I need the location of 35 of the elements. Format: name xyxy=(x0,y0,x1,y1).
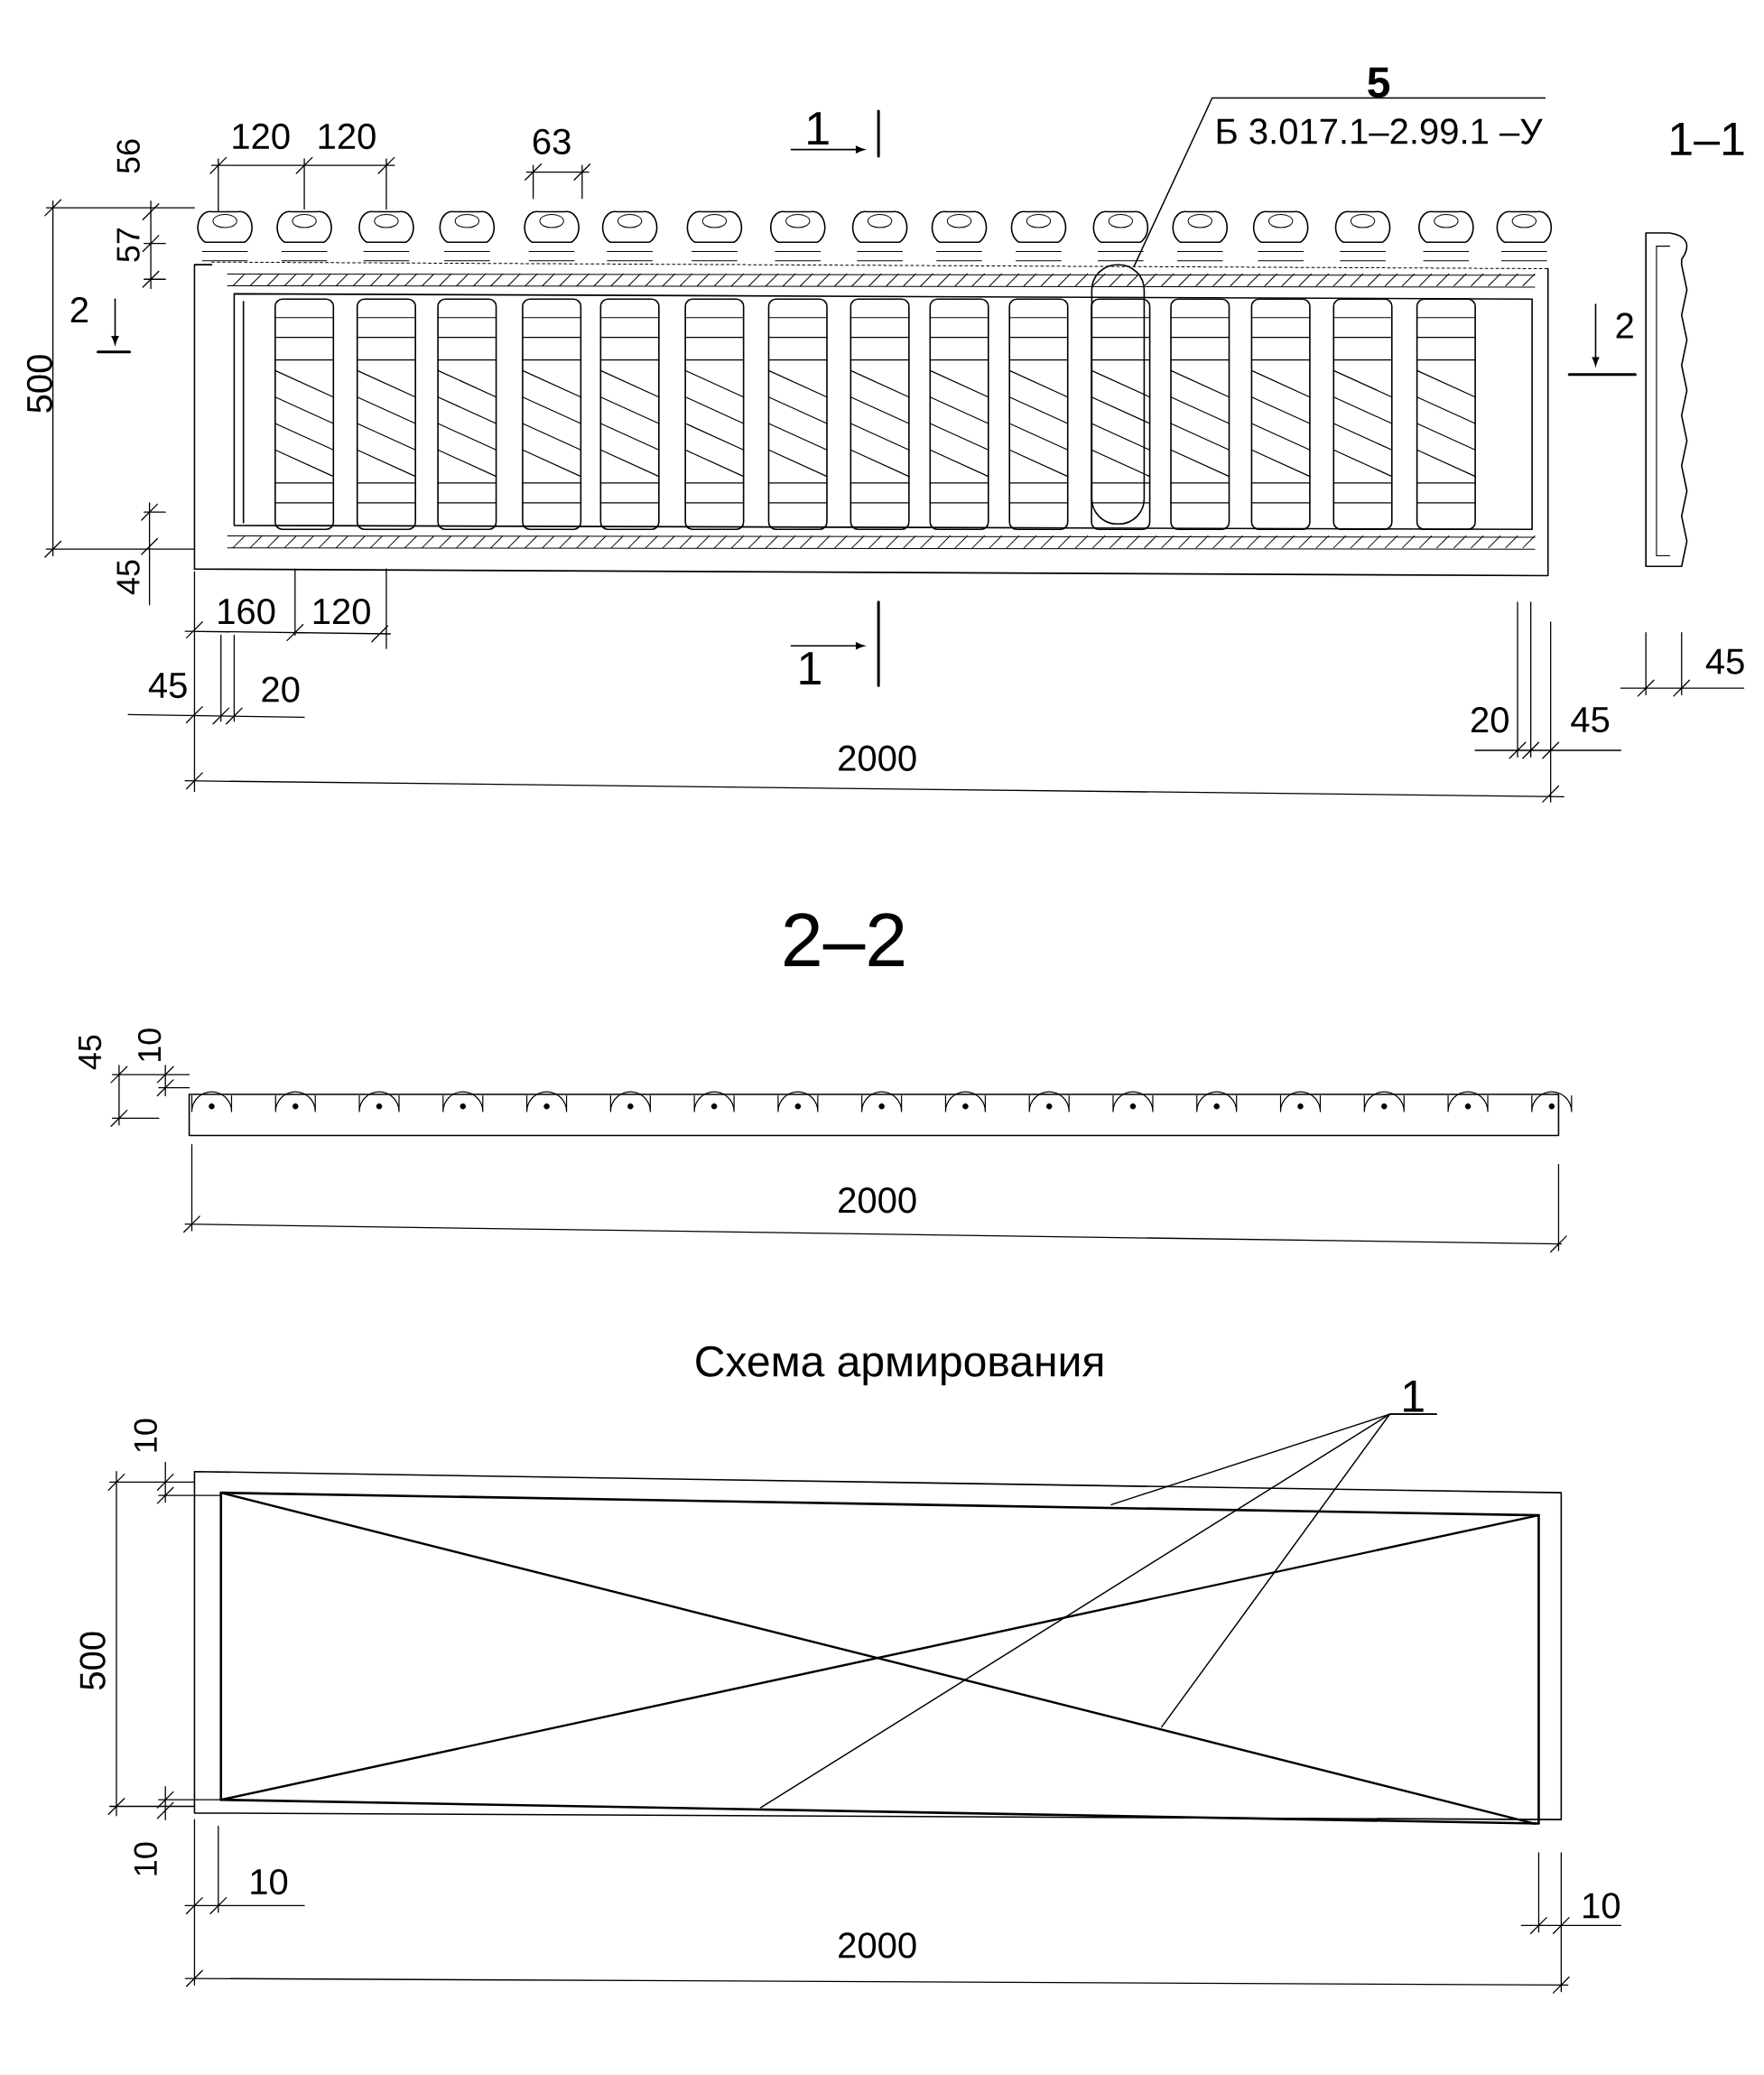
dimension-text: 45 xyxy=(1571,707,1610,733)
dimension-text: 10 xyxy=(1583,1893,1620,1919)
dimension-text: 10 xyxy=(251,1868,288,1895)
leader-line xyxy=(1161,1413,1437,1728)
dimension-text: 10 xyxy=(134,1842,158,1875)
dimension-text: 120 xyxy=(319,123,376,150)
dimension-text: 120 xyxy=(233,123,290,150)
dimension-text: 2000 xyxy=(839,745,916,771)
section-label: 1 xyxy=(800,652,822,684)
dimension-text: 2000 xyxy=(839,1187,916,1214)
dimension-text: 20 xyxy=(262,676,300,703)
section-label: 1 xyxy=(808,112,829,145)
dimension-text: 120 xyxy=(314,598,371,625)
dimension-text: 45 xyxy=(79,1035,102,1070)
dimension-text: 160 xyxy=(218,598,275,625)
dimension-text: 2000 xyxy=(839,1932,916,1959)
dimension-text: 57 xyxy=(116,228,140,262)
dimension-text: 20 xyxy=(1472,707,1509,733)
dimension-text: 45 xyxy=(149,673,187,699)
dimension-text: 10 xyxy=(134,1419,158,1452)
dimension-text: 500 xyxy=(79,1632,106,1690)
section-label: 2 xyxy=(1616,312,1634,339)
dimension-text: 56 xyxy=(116,139,141,173)
dimension-text: 63 xyxy=(534,128,571,154)
section-label: 2 xyxy=(71,297,88,322)
section-title: Схема армирования xyxy=(696,1345,1103,1386)
section-title: 2–2 xyxy=(785,913,905,966)
dimension-text: 10 xyxy=(138,1028,162,1062)
dimension-text: 45 xyxy=(116,560,140,595)
callout-number: 1 xyxy=(1404,1381,1424,1412)
dimension-text: 45 xyxy=(1706,648,1744,675)
callout-number: 5 Б 3.017.1–2.99.1 –У xyxy=(1218,67,1544,144)
leader-line xyxy=(1133,97,1546,268)
section-title: 1–1 xyxy=(1671,123,1744,155)
dimension-text: 500 xyxy=(27,355,53,413)
